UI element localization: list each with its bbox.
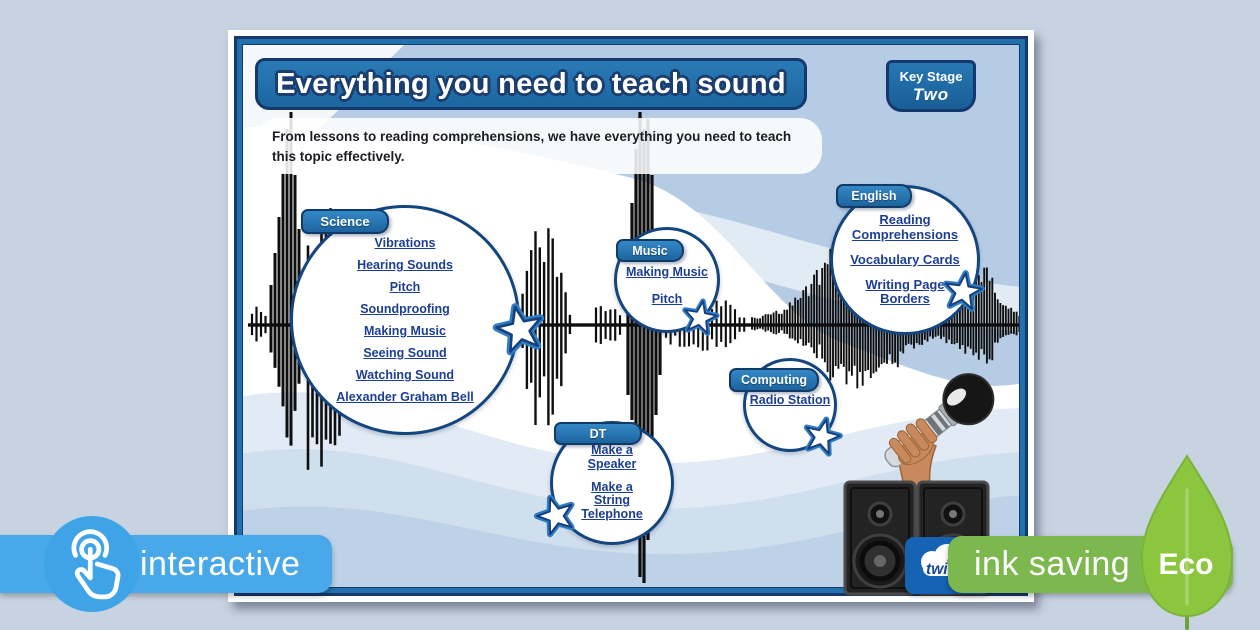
ink-saving-label: ink saving — [974, 545, 1131, 583]
key-stage-badge: Key Stage Two — [886, 60, 976, 112]
tab-computing: Computing — [729, 368, 819, 392]
interactive-label: interactive — [140, 544, 301, 583]
topic-link[interactable]: Watching Sound — [355, 368, 455, 382]
topic-link[interactable]: Make a Speaker — [587, 443, 637, 471]
topic-link[interactable]: Radio Station — [749, 393, 831, 407]
topic-link[interactable]: Vibrations — [374, 236, 436, 250]
poster-subtitle: From lessons to reading comprehensions, … — [256, 118, 822, 174]
tap-hand-icon — [71, 529, 121, 600]
tap-circle — [44, 516, 140, 612]
topic-link[interactable]: Seeing Sound — [363, 346, 447, 360]
topic-link[interactable]: Reading Comprehensions — [851, 212, 959, 242]
topic-link[interactable]: Vocabulary Cards — [850, 251, 960, 267]
topic-link[interactable]: Soundproofing — [360, 302, 450, 316]
key-stage-line1: Key Stage — [899, 69, 963, 84]
eco-label: Eco — [1158, 548, 1214, 581]
topic-link[interactable]: Pitch — [651, 291, 683, 306]
poster-title: Everything you need to teach sound — [276, 67, 786, 100]
tab-science: Science — [301, 209, 389, 234]
topic-link[interactable]: Making Music — [626, 264, 708, 279]
tab-english: English — [836, 184, 912, 208]
poster-page: From lessons to reading comprehensions, … — [228, 30, 1034, 602]
title-banner: Everything you need to teach sound — [255, 58, 807, 110]
topic-link[interactable]: Hearing Sounds — [357, 258, 453, 272]
topic-link[interactable]: Alexander Graham Bell — [336, 390, 474, 404]
tab-music: Music — [616, 239, 684, 262]
computing-links: Radio Station — [746, 393, 834, 417]
topic-link[interactable]: Pitch — [389, 280, 421, 294]
topic-link[interactable]: Making Music — [364, 324, 446, 338]
topic-link[interactable]: Writing Page Borders — [865, 277, 945, 307]
topic-link[interactable]: Make a String Telephone — [581, 479, 643, 522]
tab-dt: DT — [554, 422, 642, 445]
key-stage-line2: Two — [912, 84, 950, 104]
